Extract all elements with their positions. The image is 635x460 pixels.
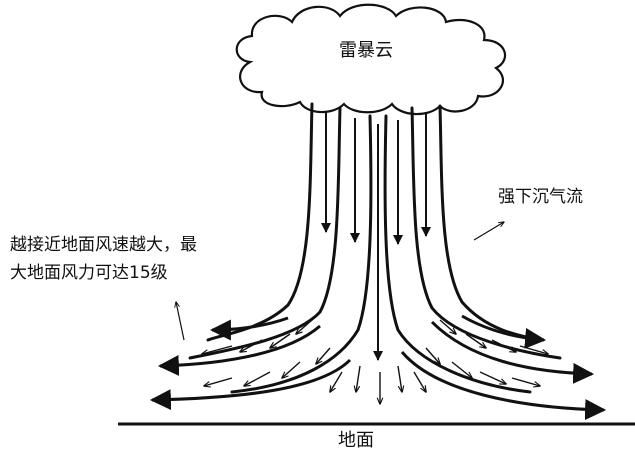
downdraft-arrows [321, 112, 431, 361]
outflow-left-1 [209, 316, 289, 341]
gust-arrow [330, 371, 343, 392]
gust-arrow [202, 345, 233, 354]
gust-arrow [296, 319, 313, 334]
gust-arrow [413, 371, 426, 392]
gust-arrow [282, 361, 301, 378]
gust-arrow [240, 339, 263, 352]
column-outline-left [206, 102, 314, 342]
outflow-left-3 [149, 358, 352, 411]
gust-arrow [519, 345, 548, 354]
outflow-left-2 [157, 324, 321, 376]
cloud-icon [235, 3, 507, 116]
gust-arrow [270, 333, 291, 348]
gust-arrow [451, 361, 472, 378]
gust-arrow [511, 377, 540, 386]
ground-label: 地面 [338, 430, 374, 451]
column-outline-right [438, 104, 542, 342]
column-outline-center-left [230, 114, 373, 394]
gust-arrow [204, 377, 233, 386]
gust-arrow [425, 347, 440, 364]
gust-arrow [316, 347, 331, 364]
callout-pointer-left [176, 302, 185, 341]
cloud-label: 雷暴云 [339, 40, 393, 61]
downdraft-label: 强下沉气流 [498, 187, 583, 207]
gust-arrow [397, 365, 402, 392]
callout-pointer-right [473, 222, 504, 241]
gust-arrow [356, 365, 361, 392]
gust-arrow [465, 333, 486, 348]
gust-arrow [479, 371, 506, 384]
column-outline-center-right [383, 114, 532, 394]
wind-speed-note-line2: 大地面风力可达15级 [10, 263, 168, 283]
gust-arrow [244, 371, 271, 386]
gust-arrow [439, 319, 456, 334]
outflow-right-1 [461, 314, 547, 349]
gust-arrows [202, 319, 548, 404]
wind-speed-note-line1: 越接近地面风速越大，最 [10, 235, 197, 255]
outflow-right-3 [400, 351, 607, 421]
outflow-arrows [149, 314, 607, 421]
gust-arrow [491, 339, 516, 352]
outflow-right-2 [430, 320, 595, 384]
